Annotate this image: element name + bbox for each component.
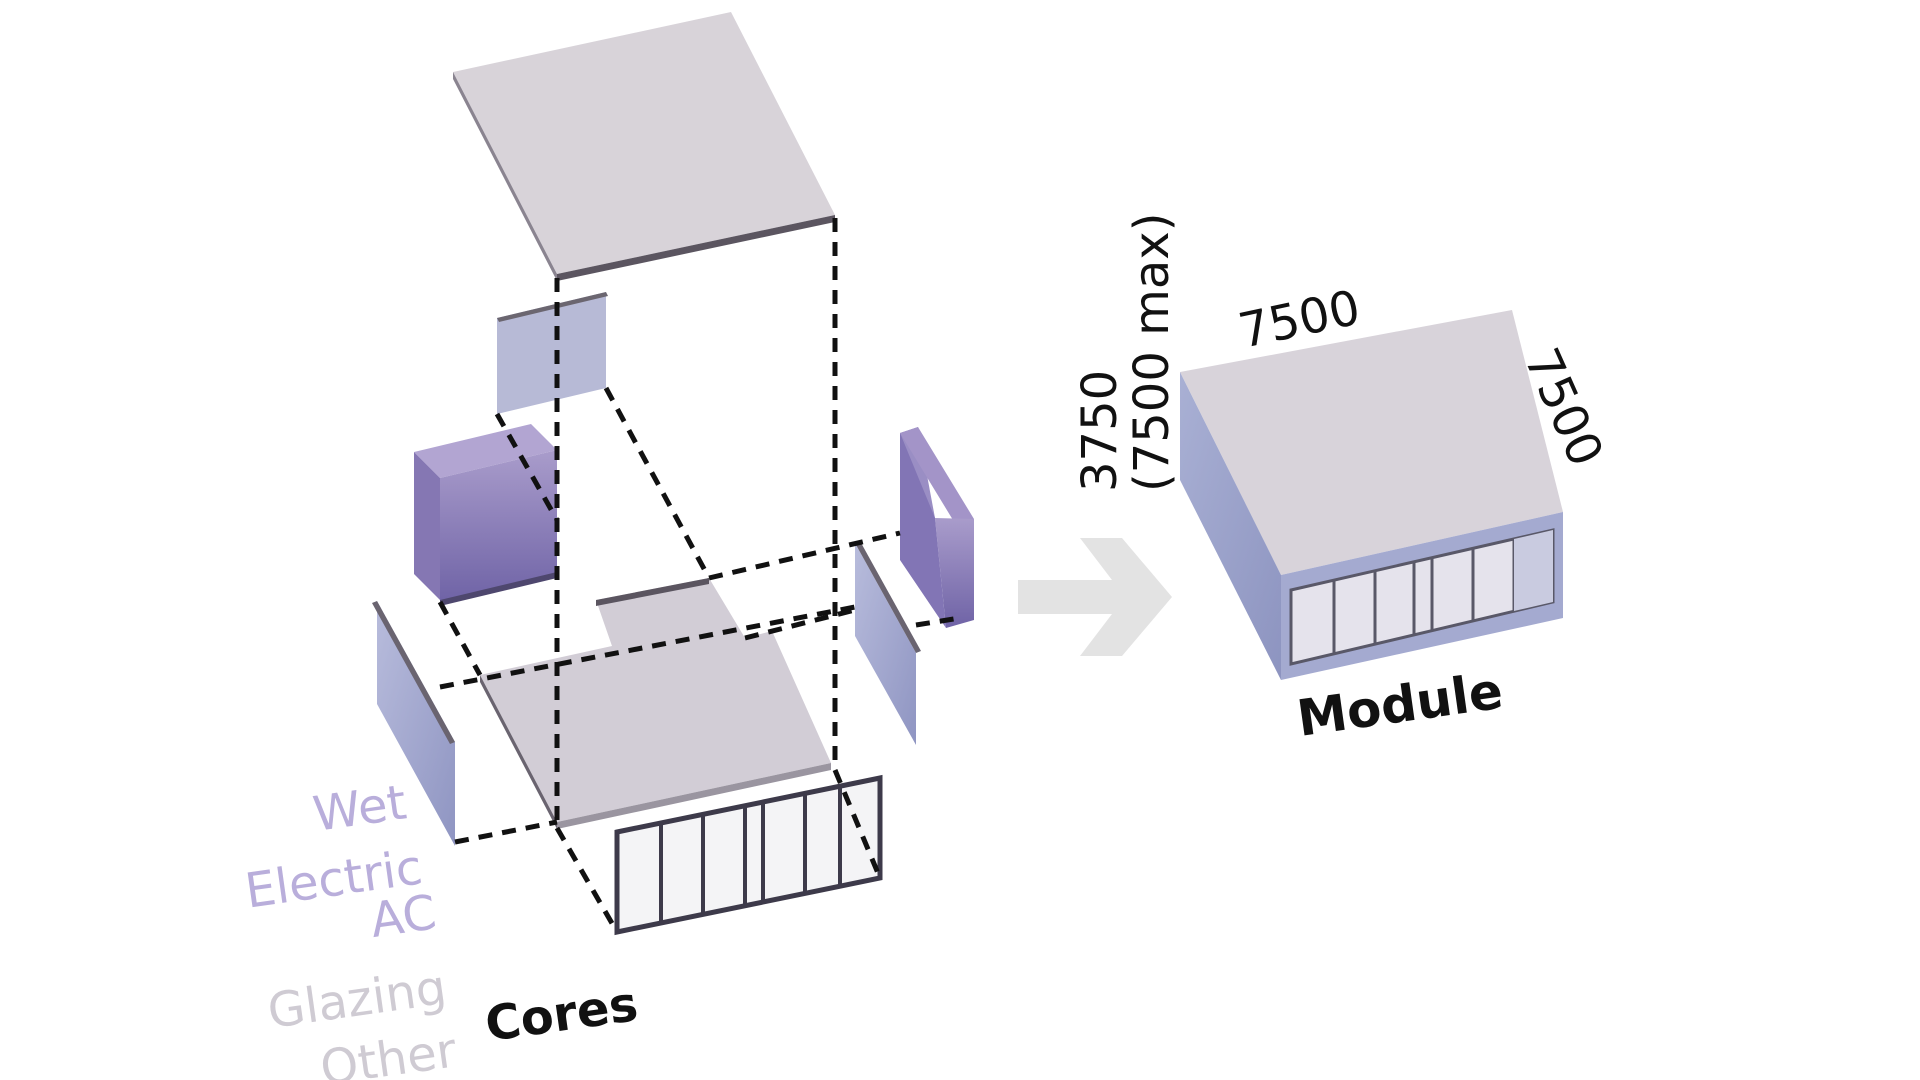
core-box-right [900, 427, 974, 628]
right-wall-panel [855, 541, 921, 745]
legend-item-wet: Wet [310, 774, 410, 842]
cores-label: Cores [482, 976, 641, 1053]
legend-item-ac: AC [367, 884, 440, 949]
glazing-panel [614, 774, 883, 936]
module-title: Module [1294, 662, 1507, 748]
transform-arrow [1018, 538, 1172, 656]
legend-item-other: Other [317, 1022, 460, 1080]
upper-wall-panel [497, 292, 608, 414]
roof-slab [453, 12, 835, 281]
floor-slab [480, 578, 831, 829]
module-box [1180, 310, 1563, 680]
module-height-label: 3750 [1072, 370, 1128, 492]
projection-lines [437, 218, 961, 934]
left-wall-panel [372, 601, 455, 846]
core-box-left [414, 424, 557, 606]
module-height-max-label: (7500 max) [1124, 213, 1180, 492]
